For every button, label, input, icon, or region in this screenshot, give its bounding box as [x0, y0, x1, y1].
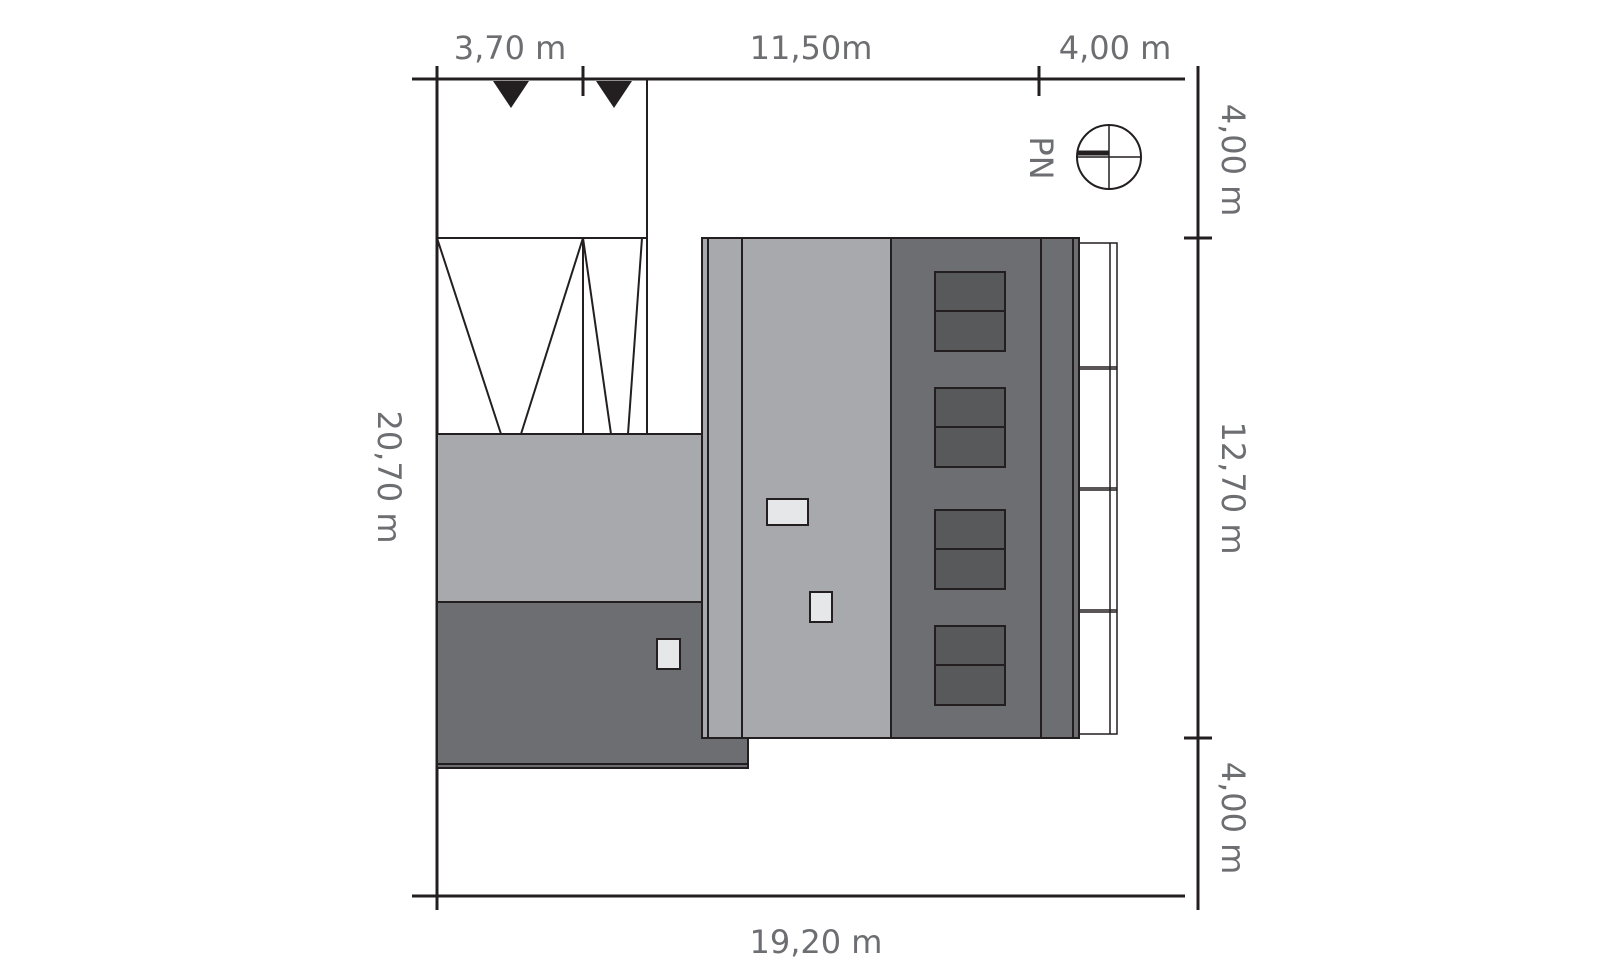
skylight — [809, 591, 833, 623]
entrance-arrow-icon — [596, 81, 632, 108]
north-label: PN — [1022, 136, 1060, 179]
dimension-left-total: 20,70 m — [370, 411, 408, 544]
garage-roof — [436, 433, 749, 769]
terrace-pergola — [1078, 242, 1118, 735]
entrance-markers — [493, 81, 632, 108]
dimension-bottom-total: 19,20 m — [750, 923, 883, 961]
garage-roof-dark-slope — [436, 601, 749, 769]
dimension-top-left: 3,70 m — [454, 29, 567, 67]
dimension-top-right: 4,00 m — [1059, 29, 1172, 67]
dimension-right-bottom: 4,00 m — [1214, 762, 1252, 875]
north-arrow-icon — [1076, 124, 1142, 190]
dimension-ticks — [581, 66, 1212, 740]
house-roof — [701, 237, 1080, 739]
skylight — [656, 638, 681, 670]
garage-roof-light-slope — [436, 433, 703, 603]
entrance-arrow-icon — [493, 81, 529, 108]
skylight — [766, 498, 809, 526]
roof-slope-west — [741, 237, 892, 739]
roof-windows — [934, 271, 1006, 706]
dimension-top-middle: 11,50m — [750, 29, 873, 67]
dimension-right-top: 4,00 m — [1214, 104, 1252, 217]
driveway — [436, 80, 648, 435]
dimension-right-middle: 12,70 m — [1214, 422, 1252, 555]
